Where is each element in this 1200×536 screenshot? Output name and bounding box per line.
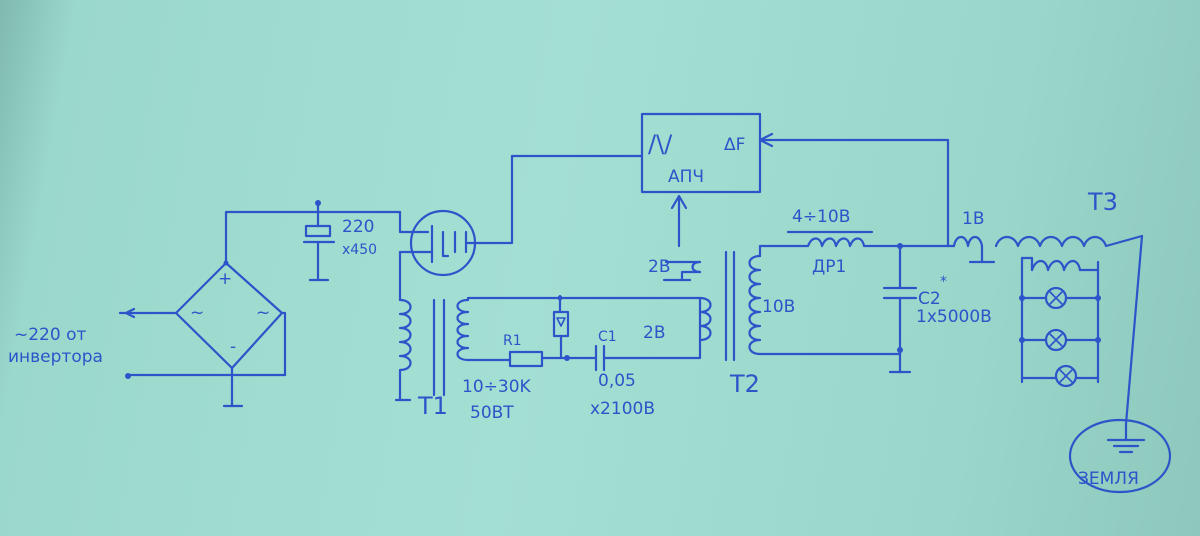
c1-voltage-label: х2100В	[590, 399, 655, 419]
r1-power-label: 50ВТ	[470, 403, 514, 423]
tap-1v-label: 1В	[962, 209, 984, 229]
c2-mark: *	[940, 274, 947, 290]
secondary-loop	[758, 230, 996, 374]
cap-voltage-label: х450	[342, 242, 377, 258]
coil-t3	[994, 234, 1144, 426]
t1-label: T1	[417, 392, 448, 420]
c2-value-label: 1х5000В	[916, 307, 992, 327]
input-label-line1: ~220 от	[14, 325, 86, 345]
apch-label: АПЧ	[668, 167, 704, 187]
r1-label: R1	[503, 333, 522, 349]
lamp-array	[1019, 256, 1101, 388]
dr1-label: ДР1	[812, 257, 846, 277]
ground-label: ЗЕМЛЯ	[1078, 469, 1139, 489]
transformer-t1	[394, 298, 470, 402]
r1-value-label: 10÷30K	[462, 377, 532, 397]
filter-capacitor	[302, 200, 336, 282]
apch-block	[640, 112, 950, 248]
transformer-t2	[662, 250, 762, 362]
apch-delta-f-glyph: ΔF	[724, 135, 745, 155]
bridge-minus-label: -	[230, 337, 236, 357]
winding-2v-sense-label: 2В	[648, 257, 670, 277]
diode-bridge	[174, 210, 402, 408]
t3-label: T3	[1087, 188, 1118, 216]
transistor	[398, 154, 644, 302]
dr1-voltage-label: 4÷10В	[792, 207, 850, 227]
cap-value-label: 220	[342, 217, 374, 237]
bridge-ac-left-label: ~	[190, 303, 204, 323]
winding-2v-secondary-label: 2В	[643, 323, 665, 343]
input-terminals	[118, 307, 287, 379]
t2-label: T2	[729, 370, 760, 398]
c2-label: C2	[918, 289, 941, 309]
input-label-line2: инвертора	[8, 347, 103, 367]
bridge-plus-label: +	[218, 269, 232, 289]
apch-generator-glyph: /\/	[648, 130, 673, 158]
c1-value-label: 0,05	[598, 371, 636, 391]
bridge-ac-right-label: ~	[256, 303, 270, 323]
winding-10v-label: 10В	[762, 297, 795, 317]
ground-symbol	[1068, 418, 1172, 494]
c1-label: C1	[598, 329, 617, 345]
